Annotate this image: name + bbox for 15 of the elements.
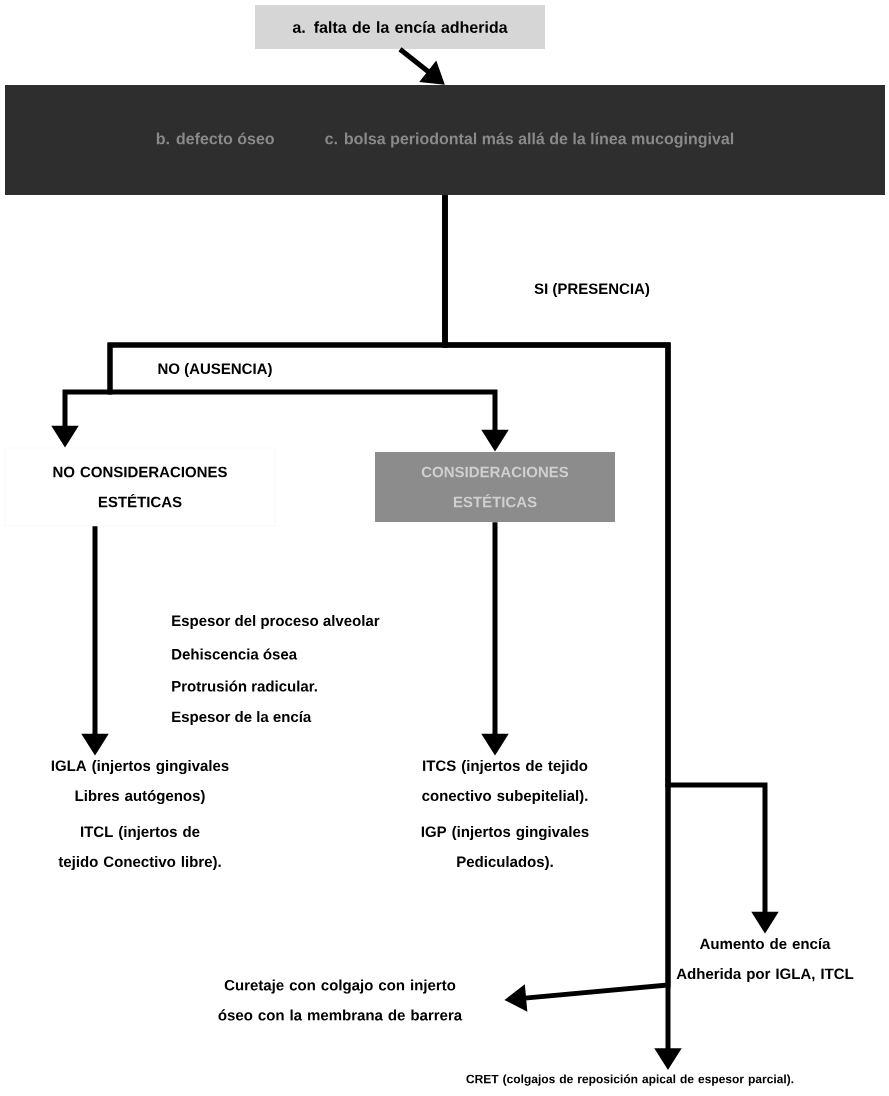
result-text: IGLA (injertos gingivales Libres autógenos) ITCL (injertos de tejido Conectivo libre).	[51, 760, 229, 870]
top-box: a. falta de la encía adherida	[255, 5, 545, 49]
edge-label: SI (PRESENCIA)	[532, 281, 652, 299]
option-box: CONSIDERACIONES ESTÉTICAS	[375, 452, 615, 522]
result-text: CRET (colgajos de reposición apical de espesor parcial).	[466, 1074, 794, 1086]
edge-label: NO (AUSENCIA)	[155, 361, 275, 379]
criterion-text: Espesor del proceso alveolar	[172, 615, 380, 629]
result-text: ITCS (injertos de tejido conectivo subepitelial). IGP (injertos gingivales Pediculados).	[421, 760, 589, 870]
criterion-text: Protrusión radicular.	[172, 680, 317, 692]
result-text: Aumento de encía Adherida por IGLA, ITCL	[676, 937, 854, 983]
dark-box: b. defecto óseo c. bolsa periodontal más allá de la línea mucogingival	[5, 85, 885, 195]
result-text: Curetaje con colgajo con injerto óseo con la membrana de barrera	[218, 979, 463, 1021]
criterion-text: Espesor de la encía	[172, 710, 312, 726]
criterion-text: Dehiscencia ósea	[172, 648, 298, 660]
option-box: NO CONSIDERACIONES ESTÉTICAS	[4, 447, 276, 527]
